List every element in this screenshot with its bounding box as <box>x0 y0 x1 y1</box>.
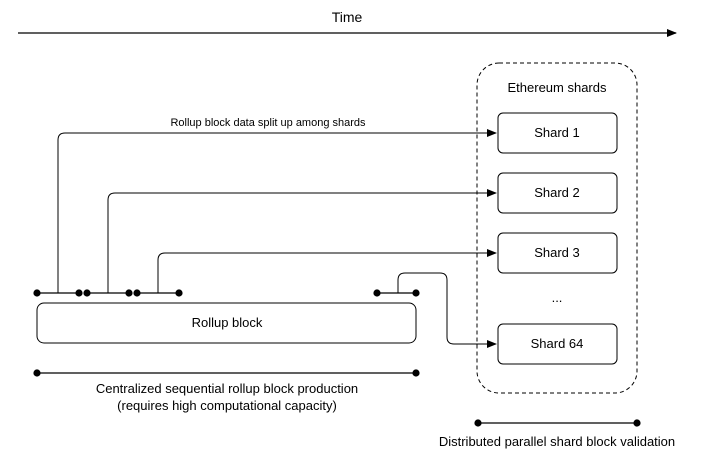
shard-2-box <box>497 172 618 214</box>
connector-shard-1 <box>57 129 497 293</box>
validation-label: Distributed parallel shard block validat… <box>439 434 675 449</box>
shard-64-box <box>497 323 618 365</box>
data-segments <box>33 289 420 297</box>
rollup-block-label: Rollup block <box>192 315 263 330</box>
production-label-line2: (requires high computational capacity) <box>117 398 337 413</box>
shard-3-box <box>497 232 618 274</box>
shard-1-box <box>497 112 618 154</box>
rollup-block-box <box>36 302 417 344</box>
connector-shard-64 <box>397 272 497 348</box>
ethereum-shards-group <box>476 62 638 394</box>
validation-span <box>474 419 641 427</box>
production-label-line1: Centralized sequential rollup block prod… <box>96 381 358 396</box>
time-axis-label: Time <box>332 9 363 25</box>
split-label: Rollup block data split up among shards <box>170 117 366 129</box>
connector-shard-2 <box>107 189 497 293</box>
production-span <box>33 369 420 377</box>
connector-shard-3 <box>157 249 497 293</box>
shard-1-label: Shard 1 <box>534 125 580 140</box>
connectors <box>57 129 497 348</box>
shard-3-label: Shard 3 <box>534 245 580 260</box>
shards-ellipsis: ... <box>552 290 563 305</box>
shard-2-label: Shard 2 <box>534 185 580 200</box>
ethereum-shards-title: Ethereum shards <box>508 80 607 95</box>
shard-64-label: Shard 64 <box>531 336 584 351</box>
